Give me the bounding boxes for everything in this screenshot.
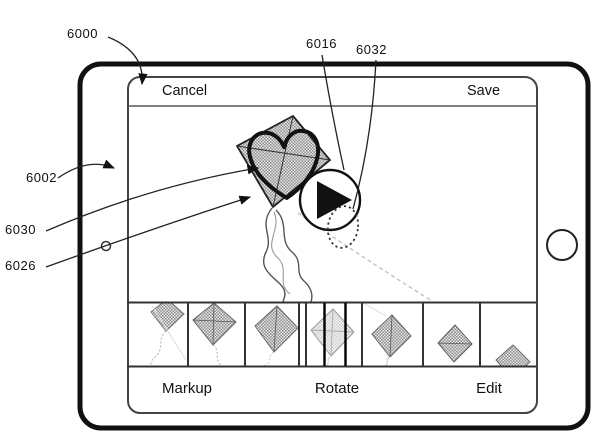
cancel-button[interactable]: Cancel <box>162 83 208 99</box>
save-button[interactable]: Save <box>467 83 501 99</box>
ref-label-media: 6026 <box>5 258 36 273</box>
filmstrip-frame[interactable] <box>192 303 237 366</box>
filmstrip-frame[interactable] <box>495 344 531 378</box>
rotate-button[interactable]: Rotate <box>314 380 360 397</box>
leader-6016 <box>321 54 345 171</box>
filmstrip-frame[interactable] <box>362 303 412 366</box>
ref-label-contact: 6032 <box>356 42 387 57</box>
ref-label-play: 6016 <box>306 36 337 51</box>
leader-6032 <box>352 59 377 210</box>
edit-button[interactable]: Edit <box>476 380 502 397</box>
leader-6030 <box>45 165 260 232</box>
heart-markup-drawing[interactable] <box>247 128 321 200</box>
filmstrip-frame[interactable] <box>149 299 187 366</box>
touchscreen[interactable] <box>127 76 538 414</box>
ref-label-markup: 6030 <box>5 222 36 237</box>
play-button[interactable] <box>298 168 362 232</box>
touch-contact-icon <box>326 205 360 249</box>
filmstrip-frame-current[interactable] <box>310 308 355 366</box>
filmstrip-frame[interactable] <box>254 305 299 366</box>
scrubber-playhead[interactable] <box>323 303 347 366</box>
ref-label-touchscreen: 6002 <box>26 170 57 185</box>
home-button[interactable] <box>546 229 578 261</box>
ref-label-device: 6000 <box>67 26 98 41</box>
kite-tails <box>262 207 313 303</box>
leader-6026 <box>45 195 252 268</box>
leader-lines <box>45 36 377 268</box>
leader-6002 <box>57 159 116 179</box>
filmstrip-scrubber[interactable] <box>127 299 536 378</box>
markup-button[interactable]: Markup <box>161 380 213 397</box>
filmstrip-borders <box>127 301 536 368</box>
filmstrip-frame[interactable] <box>437 324 473 363</box>
play-icon <box>317 181 352 219</box>
leader-6000 <box>107 36 148 86</box>
